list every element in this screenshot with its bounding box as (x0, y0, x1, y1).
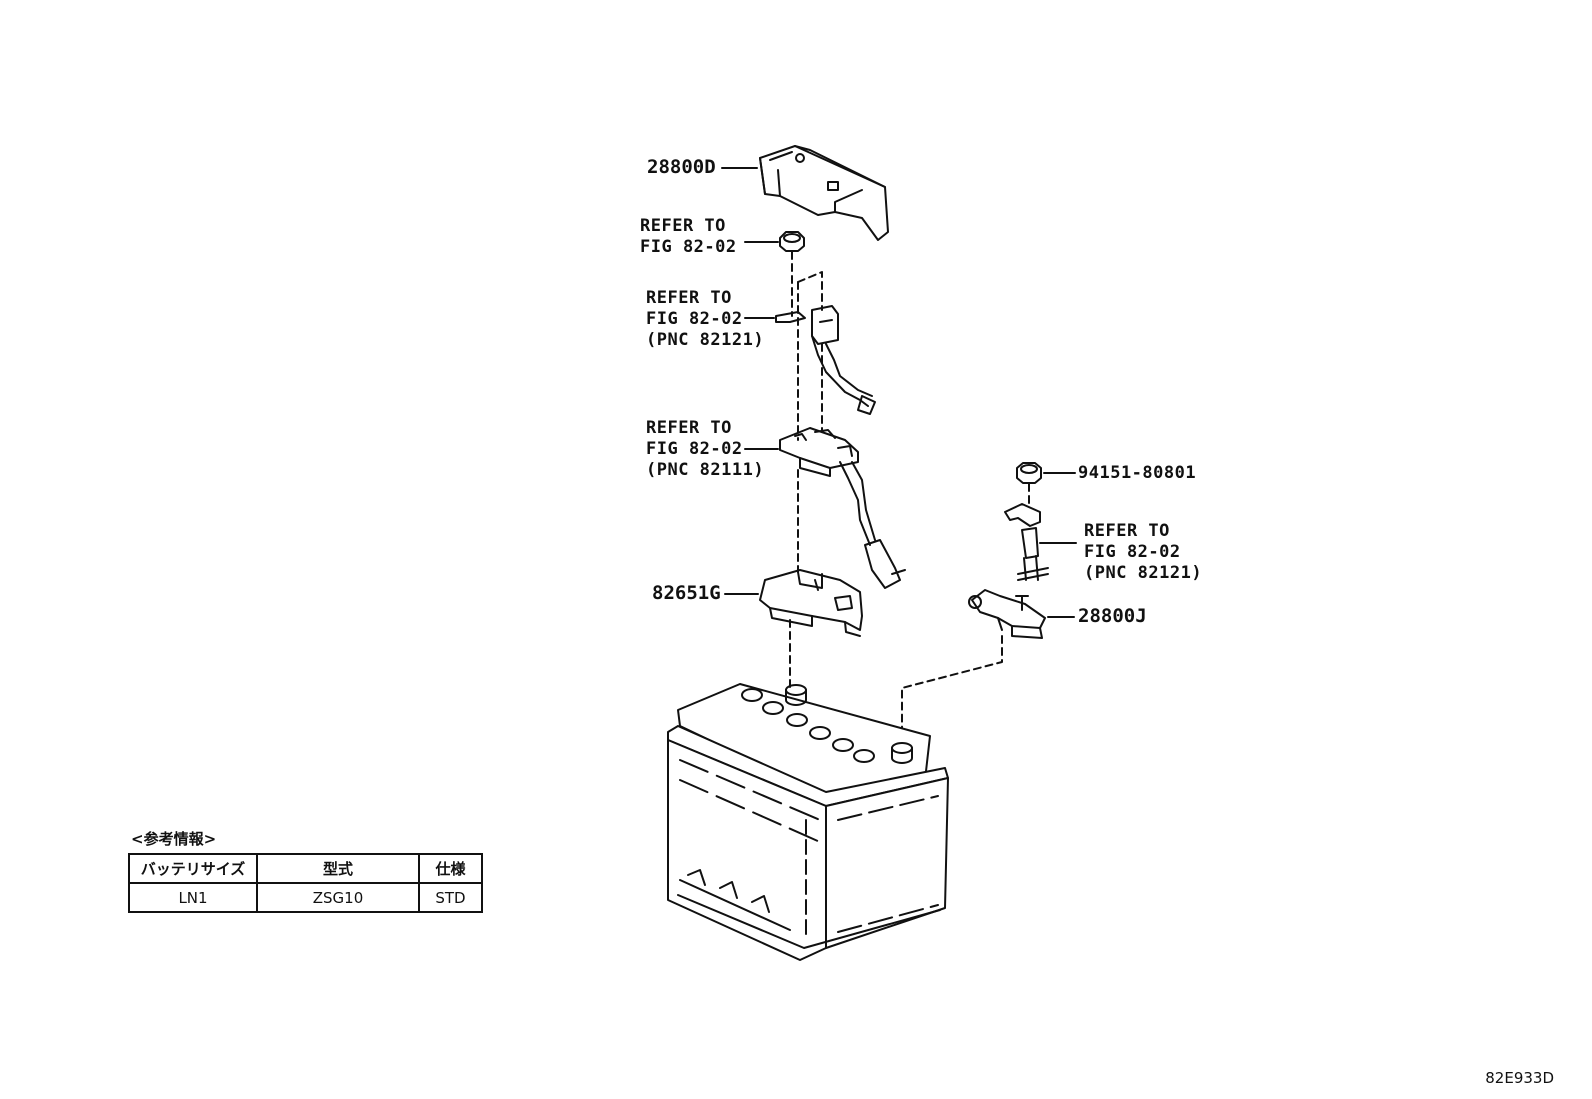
part-number-82651G[interactable]: 82651G (652, 582, 721, 604)
hex-nut-negative-icon (1016, 462, 1042, 484)
info-table-header-row: バッテリサイズ 型式 仕様 (128, 853, 483, 884)
reference-wire-upper[interactable]: REFER TO FIG 82-02 (PNC 82121) (646, 288, 764, 351)
figure-id: 82E933D (1485, 1069, 1554, 1087)
info-table: バッテリサイズ 型式 仕様 LN1 ZSG10 STD (128, 853, 483, 913)
reference-line-1: REFER TO (640, 216, 726, 236)
reference-line-1: REFER TO (646, 288, 732, 308)
cell-spec: STD (418, 882, 483, 913)
negative-terminal-clamp-icon (968, 589, 1046, 639)
reference-line-1: REFER TO (646, 418, 732, 438)
reference-line-3: (PNC 82121) (1084, 563, 1203, 583)
assembly-guide-lines (789, 251, 1030, 741)
battery-terminal-cover-icon (759, 145, 889, 241)
reference-nut-top[interactable]: REFER TO FIG 82-02 (640, 216, 737, 258)
hex-nut-top-icon (779, 231, 805, 252)
fuse-block-bracket-icon (759, 569, 863, 637)
part-number-28800D[interactable]: 28800D (647, 156, 716, 178)
reference-line-2: FIG 82-02 (640, 237, 737, 257)
table-row: LN1 ZSG10 STD (128, 882, 483, 913)
battery-icon (667, 683, 949, 961)
part-number-94151-80801[interactable]: 94151-80801 (1078, 463, 1197, 483)
reference-line-2: FIG 82-02 (1084, 542, 1181, 562)
reference-line-3: (PNC 82111) (646, 460, 765, 480)
info-table-title: <参考情報> (131, 830, 217, 848)
header-battery-size: バッテリサイズ (128, 853, 258, 884)
reference-line-2: FIG 82-02 (646, 309, 743, 329)
reference-ground-cable[interactable]: REFER TO FIG 82-02 (PNC 82121) (1084, 521, 1202, 584)
reference-line-2: FIG 82-02 (646, 439, 743, 459)
reference-line-1: REFER TO (1084, 521, 1170, 541)
part-number-28800J[interactable]: 28800J (1078, 605, 1147, 627)
reference-line-3: (PNC 82121) (646, 330, 765, 350)
header-spec: 仕様 (418, 853, 483, 884)
cell-battery-size: LN1 (128, 882, 258, 913)
header-model: 型式 (256, 853, 420, 884)
reference-fuse-block[interactable]: REFER TO FIG 82-02 (PNC 82111) (646, 418, 764, 481)
ground-cable-lug-icon (1004, 503, 1049, 581)
cell-model: ZSG10 (256, 882, 420, 913)
wire-harness-connector-icon (775, 305, 876, 415)
fuse-block-icon (779, 427, 906, 589)
